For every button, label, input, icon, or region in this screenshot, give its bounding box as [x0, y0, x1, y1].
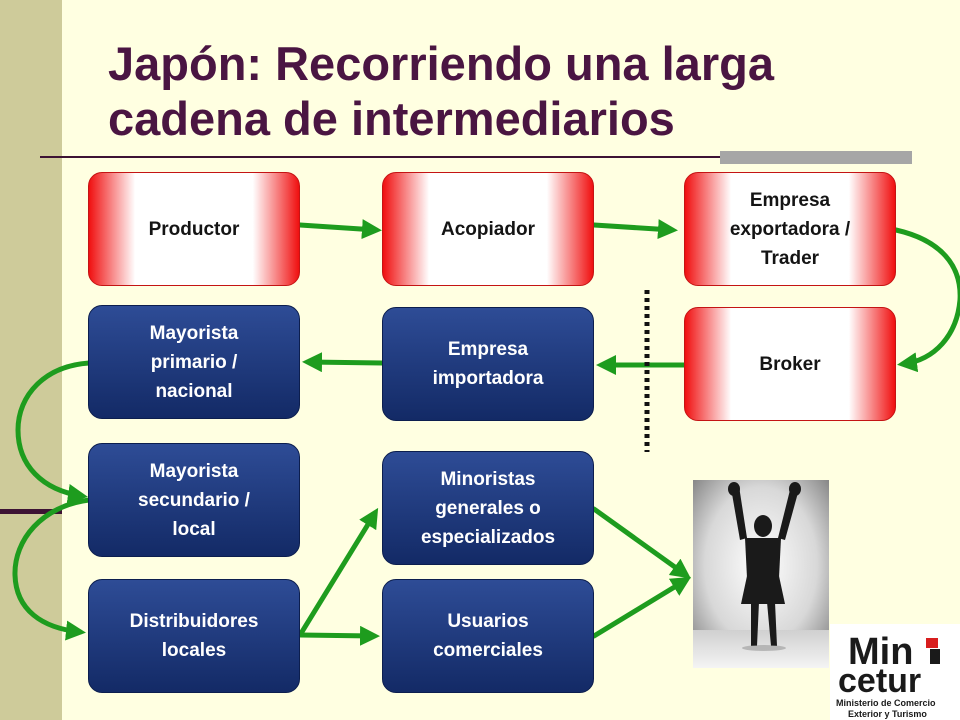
- arrow-acopiador-exportadora: [591, 219, 678, 240]
- arrow-exportadora-broker: [893, 227, 960, 373]
- box-minoristas: Minoristas generales o especializados: [382, 451, 594, 565]
- left-accent-tick: [0, 509, 62, 514]
- box-mayorista-secundario: Mayorista secundario / local: [88, 443, 300, 557]
- slide-title: Japón: Recorriendo una larga cadena de i…: [108, 37, 774, 145]
- box-productor: Productor: [88, 172, 300, 286]
- box-distribuidores-locales: Distribuidores locales: [88, 579, 300, 693]
- box-broker: Broker: [684, 307, 896, 421]
- arrow-minoristas-consumidor: [591, 506, 691, 579]
- arrow-usuarios-consumidor: [591, 576, 692, 639]
- box-usuarios-comerciales: Usuarios comerciales: [382, 579, 594, 693]
- box-mayorista-primario: Mayorista primario / nacional: [88, 305, 300, 419]
- box-empresa-exportadora: Empresa exportadora / Trader: [684, 172, 896, 286]
- svg-text:Exterior y Turismo: Exterior y Turismo: [848, 709, 927, 719]
- arrow-distribuidores-minoristas: [297, 507, 379, 638]
- arrow-productor-acopiador: [297, 219, 382, 240]
- arrow-secundario-distribuidores: [12, 497, 92, 641]
- box-acopiador: Acopiador: [382, 172, 594, 286]
- svg-text:Min: Min: [848, 631, 913, 673]
- title-accent-bar: [720, 151, 912, 164]
- title-underline: [40, 156, 912, 158]
- arrow-importadora-mayorista-primario: [302, 352, 385, 373]
- mincetur-logo: Min cetur Ministerio de Comercio Exterio…: [830, 624, 960, 720]
- arrow-distribuidores-usuarios: [297, 625, 380, 646]
- svg-text:Ministerio de Comercio: Ministerio de Comercio: [836, 698, 936, 708]
- svg-text:cetur: cetur: [838, 662, 921, 700]
- left-accent-bar: [0, 0, 62, 720]
- consumer-silhouette-image: [693, 480, 829, 668]
- box-empresa-importadora: Empresa importadora: [382, 307, 594, 421]
- arrow-primario-secundario: [15, 360, 92, 504]
